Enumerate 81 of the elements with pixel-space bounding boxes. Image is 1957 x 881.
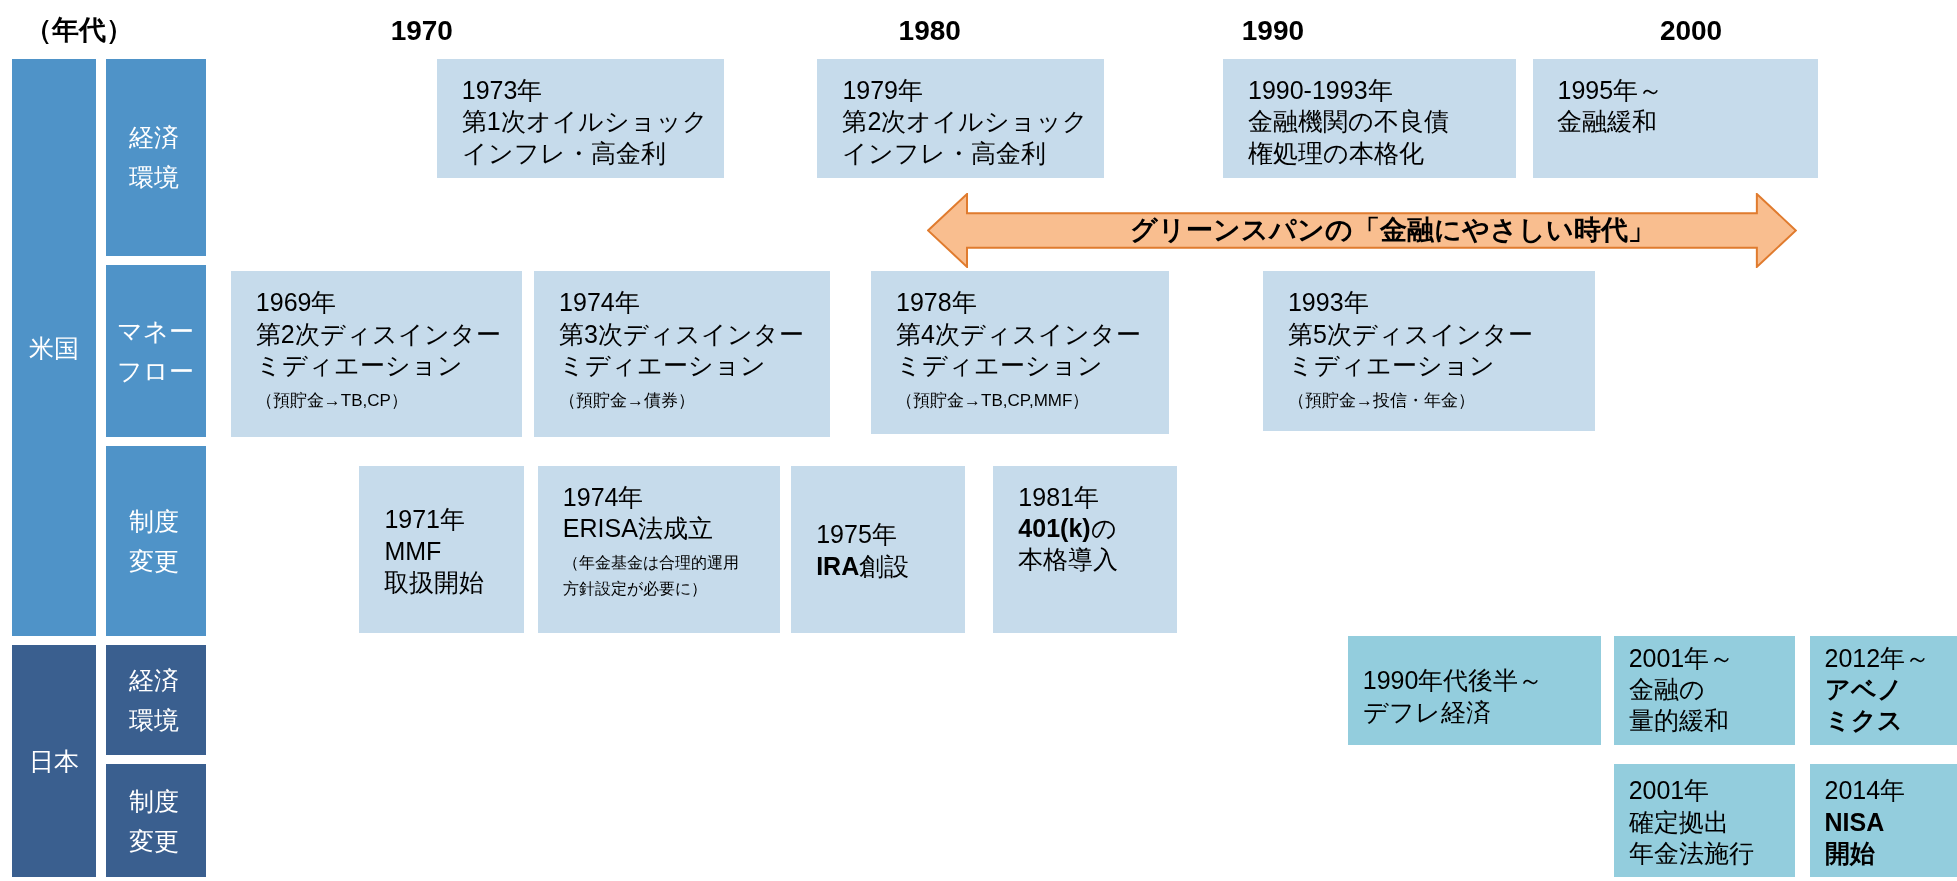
- date-text: 2001年: [1628, 775, 1711, 807]
- event-text: 第4次ディスインターミディエーション: [896, 318, 1142, 381]
- country-header: [12, 58, 97, 637]
- event-text: MMF: [384, 535, 443, 567]
- event-box: [534, 270, 830, 437]
- date-text: 1969年: [255, 287, 338, 319]
- axis-title: （年代）: [24, 14, 133, 48]
- date-text: 1993年: [1287, 287, 1370, 319]
- header-text: 経済環境: [129, 665, 181, 737]
- event-text: 401(k)の本格導入: [1018, 513, 1120, 576]
- date-text: 1990年代後半～: [1362, 665, 1545, 697]
- event-text: 金融の: [1628, 674, 1706, 706]
- event-box: [1347, 636, 1602, 746]
- event-box: [1532, 58, 1819, 179]
- event-box: [359, 465, 525, 633]
- date-text: 1974年: [562, 481, 645, 513]
- date-text: 1990-1993年: [1248, 75, 1394, 107]
- header-text: 制度変更: [129, 785, 181, 857]
- event-text: 第1次オイルショック: [461, 106, 709, 138]
- event-box: [817, 58, 1105, 179]
- category-header: [106, 763, 206, 878]
- event-text: NISA開始: [1824, 806, 1886, 869]
- note-text: （預貯金→TB,CP）: [255, 390, 409, 413]
- event-text: 取扱開始: [384, 566, 486, 598]
- event-text: デフレ経済: [1362, 696, 1492, 728]
- event-text: 金融機関の不良債権処理の本格化: [1248, 106, 1450, 169]
- note-text: （預貯金→TB,CP,MMF）: [896, 390, 1091, 413]
- event-text: インフレ・高金利: [461, 137, 667, 169]
- date-text: 2001年～: [1628, 642, 1736, 674]
- category-header: [106, 58, 206, 256]
- event-text: 金融緩和: [1557, 106, 1659, 138]
- event-box: [537, 465, 780, 633]
- event-text: 年金法施行: [1628, 837, 1755, 869]
- date-text: 2014年: [1824, 775, 1907, 807]
- event-box: [1809, 763, 1957, 878]
- year-label: 1970: [389, 14, 454, 47]
- date-text: 1978年: [896, 287, 978, 319]
- date-text: 1981年: [1018, 481, 1100, 513]
- date-text: 2012年～: [1824, 642, 1932, 674]
- header-text: 日本: [29, 746, 80, 778]
- event-text: 第3次ディスインターミディエーション: [559, 318, 805, 381]
- event-box: [1809, 636, 1957, 746]
- category-header: [106, 264, 206, 437]
- header-text: マネーフロー: [116, 315, 195, 387]
- event-box: [1613, 763, 1795, 878]
- header-text: 米国: [29, 332, 80, 364]
- event-box: [436, 58, 724, 179]
- year-label: 1980: [897, 14, 962, 47]
- event-text: 第5次ディスインターミディエーション: [1287, 318, 1534, 381]
- note-text: （年金基金は合理的運用方針設定が必要に）: [562, 553, 740, 600]
- category-header: [106, 445, 206, 637]
- event-box: [230, 270, 522, 437]
- note-text: （預貯金→債券）: [559, 390, 697, 413]
- event-box: [1262, 270, 1595, 431]
- event-box: [871, 270, 1170, 435]
- event-box: [993, 465, 1177, 633]
- event-box: [1223, 58, 1517, 179]
- year-label: 2000: [1658, 14, 1724, 47]
- event-box: [1613, 636, 1795, 746]
- event-text: 確定拠出: [1628, 806, 1730, 838]
- date-text: 1971年: [384, 504, 466, 536]
- year-label: 1990: [1240, 14, 1306, 47]
- event-text: 第2次オイルショック: [842, 106, 1090, 138]
- country-header: [12, 645, 97, 878]
- date-text: 1974年: [559, 287, 641, 319]
- category-header: [106, 645, 206, 755]
- header-text: 経済環境: [129, 122, 181, 194]
- date-text: 1975年: [816, 519, 898, 551]
- date-text: 1973年: [461, 75, 544, 107]
- date-text: 1979年: [842, 75, 924, 107]
- event-text: ERISA法成立: [562, 513, 714, 545]
- header-text: 制度変更: [129, 506, 181, 577]
- event-text: 第2次ディスインターミディエーション: [255, 318, 502, 381]
- date-text: 1995年～: [1557, 75, 1665, 107]
- event-text: アベノミクス: [1824, 674, 1904, 737]
- event-text: 量的緩和: [1628, 705, 1730, 737]
- event-text: インフレ・高金利: [842, 137, 1048, 169]
- event-box: [791, 465, 965, 633]
- event-text: IRA創設: [816, 550, 911, 582]
- arrow-label: グリーンスパンの「金融にやさしい時代」: [1129, 214, 1655, 247]
- note-text: （預貯金→投信・年金）: [1287, 390, 1476, 413]
